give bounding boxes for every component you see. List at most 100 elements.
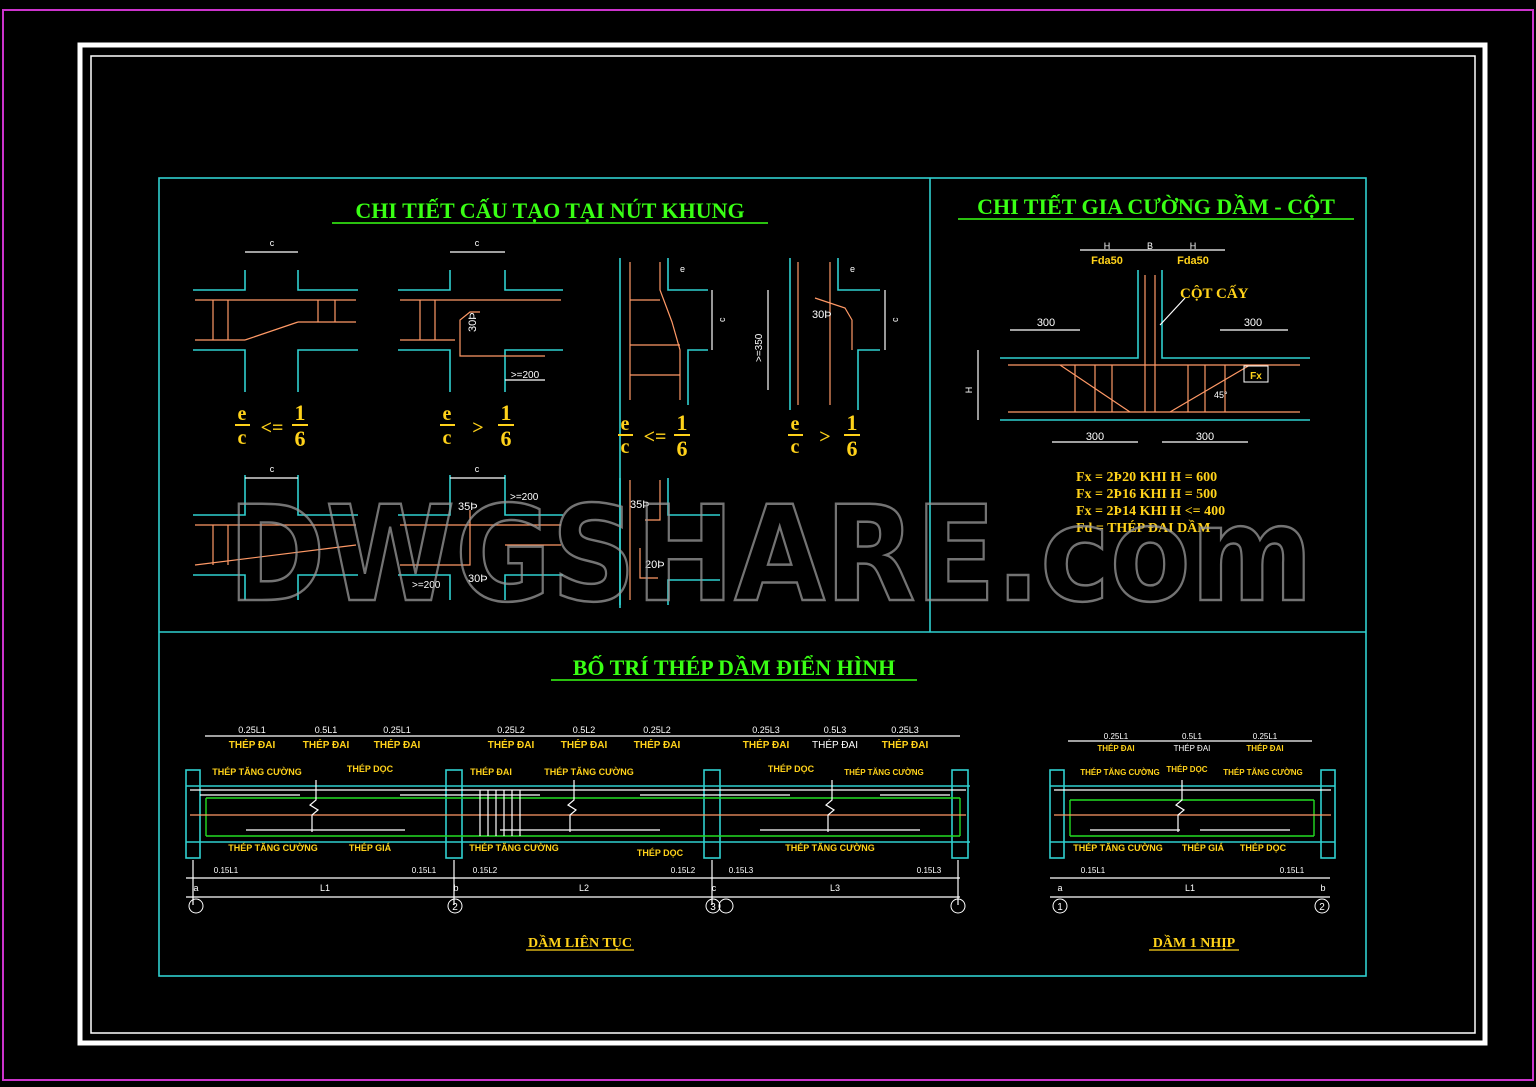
- svg-text:0.5L2: 0.5L2: [573, 725, 596, 735]
- svg-text:b: b: [453, 883, 458, 893]
- frame-inner: [90, 55, 1476, 1034]
- svg-text:300: 300: [1037, 317, 1055, 329]
- svg-text:3: 3: [710, 902, 716, 913]
- ratio-3: e c <= 1 6: [618, 410, 690, 461]
- svg-text:c: c: [712, 883, 717, 893]
- node-detail-7: 35Þ 20Þ: [619, 478, 720, 605]
- ratio-4: e c > 1 6: [788, 410, 860, 461]
- svg-text:c: c: [890, 317, 900, 322]
- svg-text:30Þ: 30Þ: [812, 309, 832, 321]
- svg-text:H: H: [964, 387, 974, 394]
- svg-text:30Þ: 30Þ: [468, 573, 488, 585]
- svg-text:0.5L1: 0.5L1: [1182, 732, 1203, 741]
- svg-text:2: 2: [452, 902, 458, 913]
- panel-grid: [158, 177, 1367, 977]
- svg-text:THÉP ĐAI: THÉP ĐAI: [743, 738, 790, 751]
- svg-text:THÉP ĐAI: THÉP ĐAI: [488, 738, 535, 751]
- svg-text:THÉP GIÁ: THÉP GIÁ: [349, 843, 392, 853]
- svg-text:e: e: [443, 403, 452, 425]
- single-span-labels: 0.25L1 0.5L1 0.25L1 THÉP ĐAI THÉP ĐAI TH…: [1052, 732, 1330, 951]
- svg-text:0.15L1: 0.15L1: [214, 866, 239, 875]
- svg-text:45°: 45°: [1214, 390, 1228, 400]
- svg-text:0.25L3: 0.25L3: [891, 725, 919, 735]
- svg-text:c: c: [717, 317, 727, 322]
- svg-text:0.15L1: 0.15L1: [1280, 866, 1305, 875]
- svg-text:>=200: >=200: [510, 492, 539, 503]
- reinforce-notes: Fx = 2Þ20 KHI H = 600 Fx = 2Þ16 KHI H = …: [1076, 470, 1225, 536]
- svg-text:Fd = THÉP ĐAI DẦM: Fd = THÉP ĐAI DẦM: [1076, 519, 1211, 536]
- svg-text:300: 300: [1086, 431, 1104, 443]
- svg-text:Fx = 2Þ20 KHI H = 600: Fx = 2Þ20 KHI H = 600: [1076, 470, 1217, 485]
- reinforce-section-title: CHI TIẾT GIA CƯỜNG DẦM - CỘT: [977, 194, 1335, 219]
- svg-text:THÉP TĂNG CƯỜNG: THÉP TĂNG CƯỜNG: [1223, 768, 1303, 777]
- svg-text:2: 2: [1319, 902, 1325, 913]
- single-beam-caption: DẦM 1 NHỊP: [1153, 934, 1236, 951]
- svg-text:L3: L3: [830, 883, 840, 893]
- svg-text:THÉP DỌC: THÉP DỌC: [1166, 765, 1207, 774]
- svg-text:0.25L1: 0.25L1: [238, 725, 266, 735]
- node-detail-4: 30Þ >=350 c e: [754, 258, 900, 410]
- svg-text:1: 1: [1057, 902, 1063, 913]
- svg-text:300: 300: [1196, 431, 1214, 443]
- svg-text:1: 1: [501, 400, 512, 425]
- svg-text:>: >: [819, 426, 830, 448]
- svg-text:Fx = 2Þ14 KHI H <= 400: Fx = 2Þ14 KHI H <= 400: [1076, 504, 1225, 519]
- svg-text:1: 1: [295, 400, 306, 425]
- svg-text:35Þ: 35Þ: [458, 501, 478, 513]
- svg-text:THÉP GIÁ: THÉP GIÁ: [1182, 843, 1225, 853]
- svg-text:6: 6: [677, 436, 688, 461]
- svg-text:L1: L1: [320, 883, 330, 893]
- continuous-beam-labels: 0.25L1 0.5L1 0.25L1 0.25L2 0.5L2 0.25L2 …: [188, 725, 966, 951]
- svg-text:c: c: [270, 238, 275, 248]
- svg-text:THÉP ĐAI: THÉP ĐAI: [303, 738, 350, 751]
- svg-text:c: c: [475, 238, 480, 248]
- svg-text:30Þ: 30Þ: [467, 312, 479, 332]
- svg-text:e: e: [621, 413, 630, 435]
- svg-text:THÉP ĐAI: THÉP ĐAI: [1174, 744, 1211, 753]
- svg-text:e: e: [680, 264, 685, 274]
- svg-text:THÉP TĂNG CƯỜNG: THÉP TĂNG CƯỜNG: [212, 766, 301, 777]
- svg-text:THÉP TĂNG CƯỜNG: THÉP TĂNG CƯỜNG: [844, 768, 924, 777]
- svg-text:c: c: [238, 427, 247, 449]
- svg-text:e: e: [238, 403, 247, 425]
- svg-text:35Þ: 35Þ: [630, 499, 650, 511]
- svg-text:THÉP ĐAI: THÉP ĐAI: [812, 738, 858, 751]
- svg-text:H: H: [1190, 241, 1197, 251]
- svg-text:THÉP TĂNG CƯỜNG: THÉP TĂNG CƯỜNG: [544, 766, 633, 777]
- svg-text:Fx: Fx: [1250, 371, 1262, 382]
- svg-text:THÉP TĂNG CƯỜNG: THÉP TĂNG CƯỜNG: [469, 842, 558, 853]
- svg-text:0.15L2: 0.15L2: [473, 866, 498, 875]
- svg-text:THÉP ĐAI: THÉP ĐAI: [1246, 744, 1283, 753]
- svg-text:0.15L1: 0.15L1: [412, 866, 437, 875]
- svg-text:B: B: [1147, 241, 1153, 251]
- node-detail-6: 35Þ >=200 >=200 30Þ c: [398, 464, 563, 600]
- svg-text:c: c: [791, 436, 800, 458]
- svg-text:0.15L3: 0.15L3: [729, 866, 754, 875]
- node-detail-1: c: [193, 238, 358, 392]
- svg-text:THÉP TĂNG CƯỜNG: THÉP TĂNG CƯỜNG: [785, 842, 874, 853]
- beam-section-title: BỐ TRÍ THÉP DẦM ĐIỂN HÌNH: [573, 655, 896, 680]
- svg-text:THÉP DỌC: THÉP DỌC: [347, 764, 394, 774]
- svg-text:6: 6: [847, 436, 858, 461]
- svg-text:Fx = 2Þ16 KHI H = 500: Fx = 2Þ16 KHI H = 500: [1076, 487, 1217, 502]
- svg-text:a: a: [1057, 883, 1062, 893]
- svg-text:0.25L1: 0.25L1: [1104, 732, 1129, 741]
- single-span-beam: [1049, 740, 1336, 898]
- svg-text:<=: <=: [261, 417, 284, 439]
- svg-text:0.25L2: 0.25L2: [643, 725, 671, 735]
- svg-text:THÉP ĐAI: THÉP ĐAI: [470, 767, 512, 777]
- svg-text:e: e: [850, 264, 855, 274]
- ratio-2: e c > 1 6: [440, 400, 514, 451]
- svg-text:THÉP DỌC: THÉP DỌC: [637, 848, 684, 858]
- svg-text:THÉP ĐAI: THÉP ĐAI: [561, 738, 608, 751]
- reinforce-detail: H B H Fda50 Fda50 CỘT CẤY 300 300 300 30…: [964, 241, 1310, 443]
- svg-text:0.25L1: 0.25L1: [1253, 732, 1278, 741]
- svg-text:<=: <=: [644, 426, 667, 448]
- node-detail-5: c: [193, 464, 358, 600]
- svg-text:0.15L2: 0.15L2: [671, 866, 696, 875]
- node-detail-2: 30Þ >=200 c: [398, 238, 563, 392]
- svg-text:c: c: [270, 464, 275, 474]
- svg-text:1: 1: [677, 410, 688, 435]
- svg-text:THÉP TĂNG CƯỜNG: THÉP TĂNG CƯỜNG: [1073, 842, 1162, 853]
